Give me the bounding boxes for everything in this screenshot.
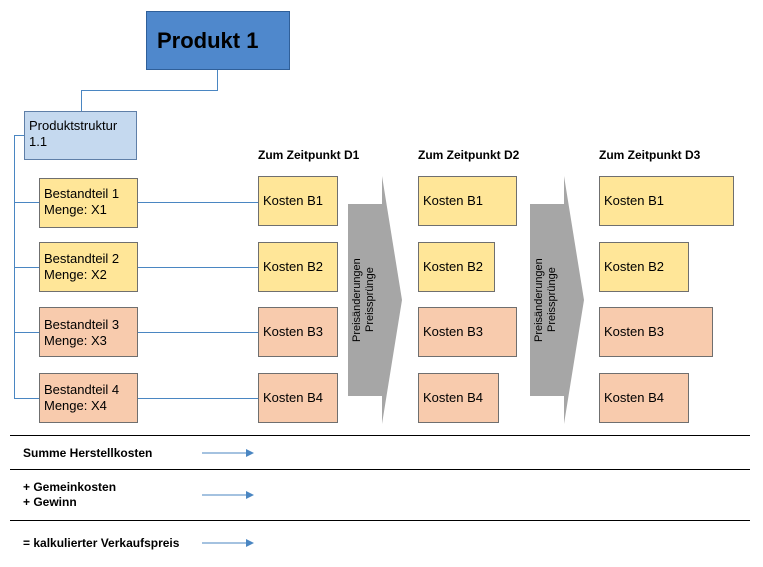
summary-arrow-3 — [202, 539, 254, 547]
cost-box-d3-b3: Kosten B3 — [599, 307, 713, 357]
cost-box-d2-b2: Kosten B2 — [418, 242, 495, 292]
component-qty: Menge: X3 — [44, 333, 107, 348]
price-change-arrow-2 — [530, 176, 584, 424]
connector-line — [138, 202, 258, 203]
arrow-shape — [348, 176, 402, 424]
cost-box-d1-b1: Kosten B1 — [258, 176, 338, 226]
summary-profit-line: + Gewinn — [23, 495, 77, 509]
summary-overhead-line: + Gemeinkosten — [23, 480, 117, 494]
connector-line — [14, 202, 39, 203]
cost-box-d1-b4: Kosten B4 — [258, 373, 338, 423]
component-box-3: Bestandteil 3 Menge: X3 — [39, 307, 138, 357]
cost-box-d2-b1: Kosten B1 — [418, 176, 517, 226]
timepoint-header-d1: Zum Zeitpunkt D1 — [258, 148, 360, 162]
summary-overhead: + Gemeinkosten + Gewinn — [23, 480, 116, 510]
price-change-line2: Preissprünge — [364, 267, 376, 333]
component-name: Bestandteil 4 — [44, 382, 120, 397]
cost-box-d3-b1: Kosten B1 — [599, 176, 734, 226]
product-structure-label: Produktstruktur 1.1 — [29, 118, 118, 149]
component-name: Bestandteil 1 — [44, 186, 120, 201]
component-name: Bestandteil 3 — [44, 317, 120, 332]
price-change-line2: Preissprünge — [546, 267, 558, 333]
summary-arrow-2 — [202, 491, 254, 499]
summary-production-costs: Summe Herstellkosten — [23, 446, 153, 460]
component-box-4: Bestandteil 4 Menge: X4 — [39, 373, 138, 423]
divider — [10, 435, 750, 436]
connector-line — [217, 70, 218, 91]
connector-line — [14, 332, 39, 333]
timepoint-header-d2: Zum Zeitpunkt D2 — [418, 148, 520, 162]
divider — [10, 520, 750, 521]
connector-line — [81, 90, 218, 91]
arrow-shape — [530, 176, 584, 424]
price-change-arrow-1 — [348, 176, 402, 424]
summary-arrow-1 — [202, 449, 254, 457]
component-name: Bestandteil 2 — [44, 251, 120, 266]
connector-line — [14, 398, 39, 399]
component-box-2: Bestandteil 2 Menge: X2 — [39, 242, 138, 292]
connector-line — [81, 90, 82, 111]
component-qty: Menge: X1 — [44, 202, 107, 217]
timepoint-header-d3: Zum Zeitpunkt D3 — [599, 148, 701, 162]
price-change-text-2: Preisänderungen Preissprünge — [533, 204, 571, 396]
divider — [10, 469, 750, 470]
cost-box-d3-b2: Kosten B2 — [599, 242, 689, 292]
cost-box-d1-b3: Kosten B3 — [258, 307, 338, 357]
cost-box-d3-b4: Kosten B4 — [599, 373, 689, 423]
connector-line — [14, 135, 24, 136]
component-qty: Menge: X2 — [44, 267, 107, 282]
cost-box-d2-b3: Kosten B3 — [418, 307, 517, 357]
summary-selling-price: = kalkulierter Verkaufspreis — [23, 536, 180, 550]
price-change-line1: Preisänderungen — [533, 258, 545, 342]
cost-box-d2-b4: Kosten B4 — [418, 373, 499, 423]
product-structure-box: Produktstruktur 1.1 — [24, 111, 137, 160]
cost-box-d1-b2: Kosten B2 — [258, 242, 338, 292]
connector-line — [138, 332, 258, 333]
connector-line — [14, 267, 39, 268]
connector-line — [138, 398, 258, 399]
price-change-text-1: Preisänderungen Preissprünge — [351, 204, 389, 396]
price-change-line1: Preisänderungen — [351, 258, 363, 342]
component-box-1: Bestandteil 1 Menge: X1 — [39, 178, 138, 228]
component-qty: Menge: X4 — [44, 398, 107, 413]
connector-line — [138, 267, 258, 268]
product-box: Produkt 1 — [146, 11, 290, 70]
product-title: Produkt 1 — [157, 27, 259, 53]
